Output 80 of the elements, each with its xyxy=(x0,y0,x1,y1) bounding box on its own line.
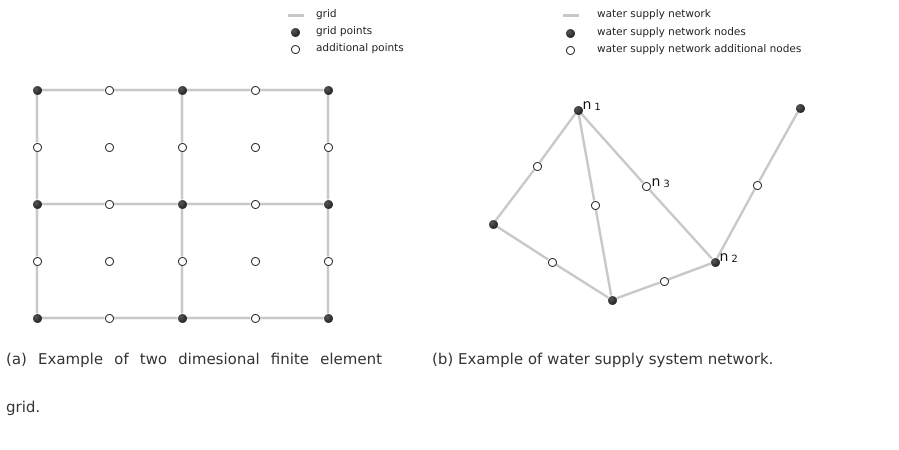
hollow-point xyxy=(250,86,260,94)
filled-point xyxy=(32,86,42,94)
hollow-point xyxy=(250,256,260,266)
connecting-line xyxy=(180,266,184,314)
connecting-line xyxy=(326,266,330,314)
connecting-line xyxy=(180,152,184,200)
legend-label: additional points xyxy=(316,42,404,54)
connecting-line xyxy=(648,188,713,260)
connecting-line xyxy=(758,111,799,182)
legend-label: water supply network xyxy=(597,8,711,20)
connecting-line xyxy=(42,316,104,320)
connecting-line xyxy=(616,281,660,300)
hollow-point xyxy=(178,142,186,152)
filled-point xyxy=(488,220,498,228)
connecting-line xyxy=(326,94,330,142)
filled-point xyxy=(178,314,186,322)
hollow-point xyxy=(324,142,332,152)
node-label: n$_{3}$ xyxy=(652,174,670,190)
hollow-point xyxy=(104,86,114,94)
hollow-point xyxy=(660,276,668,286)
node-label: n$_{2}$ xyxy=(720,248,738,264)
filled-point xyxy=(32,314,42,322)
hollow-point xyxy=(104,200,114,208)
connecting-line xyxy=(36,152,38,200)
hollow-point xyxy=(104,314,114,322)
connecting-line xyxy=(114,316,178,320)
connecting-line xyxy=(42,88,104,92)
connecting-line xyxy=(716,188,756,259)
connecting-line xyxy=(186,88,250,92)
filled-point xyxy=(608,296,616,304)
filled-point xyxy=(324,86,332,94)
connecting-line xyxy=(326,152,330,200)
connecting-line xyxy=(538,112,576,164)
filled-point xyxy=(178,200,186,208)
figure-caption: (b) Example of water supply system network. xyxy=(432,349,774,370)
filled-point xyxy=(324,314,332,322)
connecting-line xyxy=(580,112,644,184)
figure-caption: (a) Example of two dimesional finite element grid. xyxy=(6,349,382,418)
hollow-point xyxy=(590,200,600,210)
hollow-point xyxy=(752,180,762,190)
connecting-line xyxy=(668,262,712,281)
filled-point xyxy=(178,86,186,94)
hollow-point xyxy=(250,142,260,152)
filled-point xyxy=(796,104,804,112)
connecting-line xyxy=(260,202,324,206)
connecting-line xyxy=(180,208,184,256)
connecting-line xyxy=(114,88,178,92)
connecting-line xyxy=(555,263,609,299)
connecting-line xyxy=(494,168,536,222)
legend-label: grid xyxy=(316,8,337,20)
connecting-line xyxy=(186,202,250,206)
connecting-line xyxy=(114,202,178,206)
hollow-point xyxy=(324,256,332,266)
filled-point xyxy=(324,200,332,208)
hollow-point xyxy=(250,314,260,322)
connecting-line xyxy=(326,208,330,256)
connecting-line xyxy=(594,209,612,296)
legend-label: grid points xyxy=(316,25,372,37)
hollow-point xyxy=(532,162,542,170)
connecting-line xyxy=(578,114,596,201)
connecting-line xyxy=(42,202,104,206)
hollow-point xyxy=(104,142,114,152)
hollow-point xyxy=(32,256,42,266)
connecting-line xyxy=(260,88,324,92)
connecting-line xyxy=(186,316,250,320)
hollow-point xyxy=(250,200,260,208)
filled-point xyxy=(32,200,42,208)
connecting-line xyxy=(260,316,324,320)
hollow-point xyxy=(548,258,556,266)
legend-label: water supply network additional nodes xyxy=(597,43,802,55)
legend-label: water supply network nodes xyxy=(597,26,746,38)
hollow-point xyxy=(178,256,186,266)
connecting-line xyxy=(180,94,184,142)
hollow-point xyxy=(104,256,114,266)
connecting-line xyxy=(36,266,38,314)
connecting-line xyxy=(36,208,38,256)
hollow-point xyxy=(32,142,42,152)
node-label: n$_{1}$ xyxy=(582,96,601,112)
connecting-line xyxy=(496,225,549,261)
connecting-line xyxy=(36,94,38,142)
